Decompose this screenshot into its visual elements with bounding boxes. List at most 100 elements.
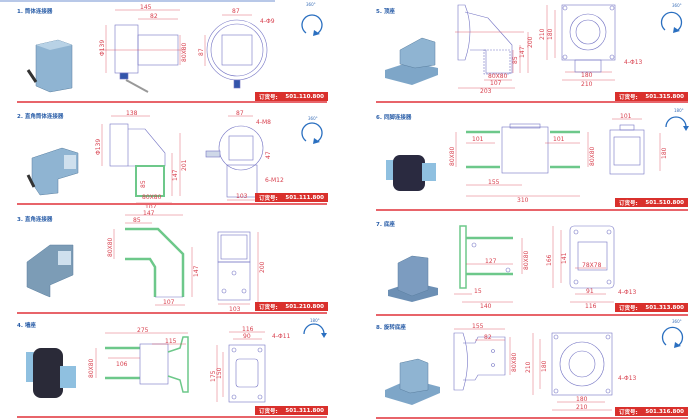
dim-height: 175 bbox=[210, 370, 217, 382]
order-number: 501.316.800 bbox=[645, 408, 684, 415]
rotation-label: 360° bbox=[306, 2, 316, 7]
front-view bbox=[228, 344, 266, 403]
dim-height: 210 bbox=[539, 28, 546, 40]
part-3d-illustration bbox=[386, 155, 436, 191]
dim-hole-spacing: 90 bbox=[243, 333, 251, 340]
panel-divider bbox=[376, 209, 688, 211]
dim-width: 210 bbox=[581, 81, 593, 88]
dim-section: 80X80 bbox=[488, 73, 508, 80]
dim-holes: 4-Φ13 bbox=[624, 59, 643, 66]
rotation-label: 360° bbox=[672, 319, 682, 324]
dim-height: 147 bbox=[193, 265, 200, 277]
dim-length: 275 bbox=[137, 327, 149, 334]
dim-length: 147 bbox=[143, 210, 155, 217]
part-3d-illustration bbox=[385, 37, 438, 85]
dim-length: 155 bbox=[472, 323, 484, 330]
rotation-label: 180° bbox=[310, 318, 320, 323]
dim-depth: 82 bbox=[484, 334, 492, 341]
dim-hole-height: 141 bbox=[561, 252, 568, 264]
dim-height: 200 bbox=[527, 36, 534, 48]
front-view bbox=[217, 231, 251, 301]
dim-inner: 78X78 bbox=[582, 262, 602, 269]
dim-section: 80X80 bbox=[88, 358, 95, 378]
rotation-icon bbox=[303, 323, 327, 338]
dim-width: 116 bbox=[585, 303, 597, 310]
dim-depth: 85 bbox=[133, 217, 141, 224]
dim-inner: 85 bbox=[512, 56, 519, 64]
dim-hole-spacing: 180 bbox=[581, 72, 593, 79]
order-number: 501.315.800 bbox=[645, 93, 684, 100]
product-panel-4: 4. 墙座 275 115 106 80X80 116 90 4-Φ11 175… bbox=[0, 312, 350, 418]
order-label: 订货号: bbox=[259, 408, 278, 415]
order-number: 501.311.800 bbox=[285, 407, 324, 414]
product-panel-2: 2. 直角筒体连接器 138 Φ139 201 147 85 80X80 107… bbox=[0, 103, 350, 208]
technical-drawing: 101 101 80X80 80X80 155 310 101 180 180° bbox=[386, 108, 689, 204]
dim-height-2: 147 bbox=[519, 46, 526, 58]
product-panel-5: 5. 顶座 200 147 85 80X80 107 203 210 180 1… bbox=[350, 0, 700, 105]
side-view bbox=[457, 4, 513, 75]
front-view bbox=[609, 124, 645, 175]
part-3d-illustration bbox=[26, 244, 74, 298]
order-label: 订货号: bbox=[619, 200, 638, 207]
panel-title: 1. 筒体连接器 bbox=[17, 9, 53, 15]
dim-right-length: 101 bbox=[553, 136, 565, 143]
front-view bbox=[205, 125, 264, 198]
order-label: 订货号: bbox=[619, 409, 638, 416]
dim-length: 138 bbox=[126, 110, 138, 117]
dim-half-length: 155 bbox=[488, 179, 500, 186]
dim-height: 201 bbox=[181, 159, 188, 171]
dim-inner: 106 bbox=[116, 361, 128, 368]
technical-drawing: 275 115 106 80X80 116 90 4-Φ11 175 150 1… bbox=[26, 318, 327, 403]
dim-height: 200 bbox=[259, 261, 266, 273]
rotation-icon bbox=[661, 326, 684, 348]
part-3d-illustration bbox=[26, 39, 73, 93]
dim-arm: 115 bbox=[165, 338, 177, 345]
panel-title: 2. 直角筒体连接器 bbox=[17, 114, 64, 120]
part-3d-illustration bbox=[26, 147, 79, 196]
side-view bbox=[125, 227, 185, 298]
dim-width: 87 bbox=[232, 8, 240, 15]
rotation-icon bbox=[660, 11, 683, 33]
dim-total-length: 140 bbox=[480, 303, 492, 310]
order-number-box: 订货号: 501.311.800 bbox=[255, 406, 328, 415]
order-label: 订货号: bbox=[619, 305, 638, 312]
dim-width: 116 bbox=[242, 326, 254, 333]
dim-section: 80X80 bbox=[523, 250, 530, 270]
order-number: 501.510.800 bbox=[645, 199, 684, 206]
dim-holes: 4-Φ13 bbox=[618, 375, 637, 382]
rotation-label: 360° bbox=[308, 116, 318, 121]
technical-drawing: 147 85 80X80 147 107 200 103 bbox=[26, 210, 266, 312]
dim-section: 80X80 bbox=[107, 237, 114, 257]
order-label: 订货号: bbox=[259, 304, 278, 311]
product-panel-1: 1. 筒体连接器 145 82 Φ139 80X80 87 87 4-Φ9 36… bbox=[0, 0, 350, 105]
dim-section: 80X80 bbox=[511, 352, 518, 372]
order-number-box: 订货号:501.110.800 bbox=[255, 92, 328, 101]
panel-divider bbox=[376, 417, 688, 419]
technical-drawing: 200 147 85 80X80 107 203 210 180 180 210… bbox=[385, 3, 683, 95]
panel-divider bbox=[17, 203, 327, 205]
side-view bbox=[109, 123, 166, 197]
side-view bbox=[466, 123, 580, 174]
dim-diameter: Φ139 bbox=[95, 139, 102, 155]
order-number: 501.210.800 bbox=[285, 303, 324, 310]
panel-divider bbox=[376, 314, 688, 316]
dim-hole-height: 180 bbox=[541, 360, 548, 372]
front-view bbox=[569, 225, 615, 289]
panel-title: 5. 顶座 bbox=[376, 9, 395, 15]
dim-left-length: 101 bbox=[472, 136, 484, 143]
dim-height: 87 bbox=[198, 48, 205, 56]
dim-length: 127 bbox=[485, 258, 497, 265]
dim-section-left: 80X80 bbox=[449, 146, 456, 166]
dim-holes: 4-M8 bbox=[256, 119, 271, 126]
dim-holes: 4-Φ11 bbox=[272, 333, 291, 340]
dim-section-right: 80X80 bbox=[589, 146, 596, 166]
dim-hole-spacing: 180 bbox=[576, 396, 588, 403]
product-panel-3: 3. 直角连接器 147 85 80X80 147 107 200 103 订货… bbox=[0, 207, 350, 314]
dim-height: 180 bbox=[661, 147, 668, 159]
product-panel-7: 7. 底座 127 80X80 15 140 166 141 78X78 91 … bbox=[350, 210, 700, 316]
order-number-box: 订货号: 501.510.800 bbox=[615, 198, 688, 207]
dim-height: 166 bbox=[546, 254, 553, 266]
technical-drawing: 127 80X80 15 140 166 141 78X78 91 116 4-… bbox=[388, 225, 637, 310]
dim-hole-height: 180 bbox=[547, 28, 554, 40]
dim-length: 310 bbox=[517, 197, 529, 204]
